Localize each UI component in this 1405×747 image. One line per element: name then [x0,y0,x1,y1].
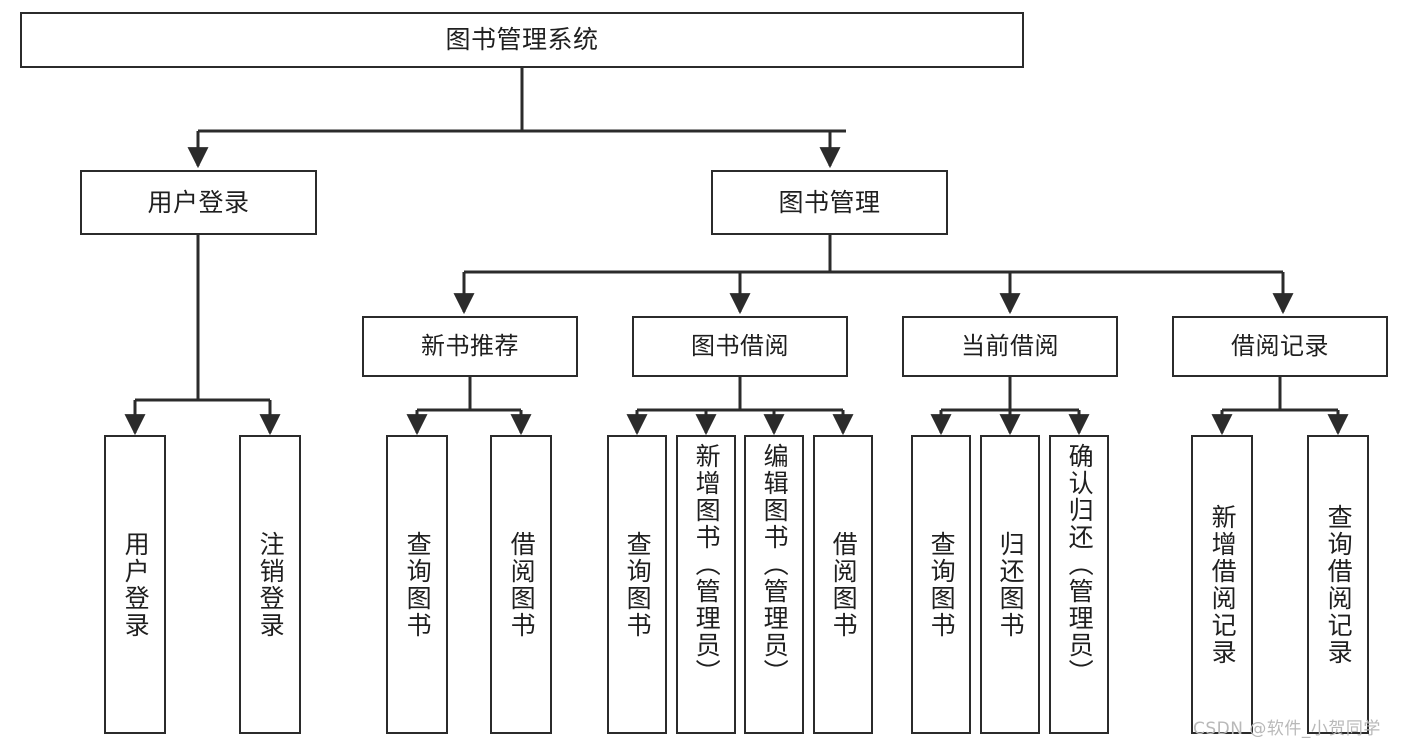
leaf-book-borrow-query[interactable]: 查询图书 [607,435,667,734]
node-label: 归还图书 [996,530,1026,639]
leaf-current-borrow-query[interactable]: 查询图书 [911,435,971,734]
node-current-borrow[interactable]: 当前借阅 [902,316,1118,377]
node-label: 新增图书（管理员） [692,443,722,686]
node-label: 借阅记录 [1231,332,1329,361]
leaf-borrow-record-add[interactable]: 新增借阅记录 [1191,435,1253,734]
leaf-user-login-logout[interactable]: 注销登录 [239,435,301,734]
node-label: 查询图书 [927,530,957,639]
node-book-management[interactable]: 图书管理 [711,170,948,235]
node-book-borrow[interactable]: 图书借阅 [632,316,848,377]
node-label: 新书推荐 [421,332,519,361]
leaf-new-book-borrow[interactable]: 借阅图书 [490,435,552,734]
node-label: 注销登录 [256,530,286,639]
leaf-new-book-query[interactable]: 查询图书 [386,435,448,734]
node-label: 图书借阅 [691,332,789,361]
node-label: 图书管理 [778,187,881,217]
leaf-current-borrow-return[interactable]: 归还图书 [980,435,1040,734]
node-label: 借阅图书 [507,530,537,639]
node-label: 新增借阅记录 [1208,503,1238,666]
node-borrow-record[interactable]: 借阅记录 [1172,316,1388,377]
leaf-book-borrow-borrow[interactable]: 借阅图书 [813,435,873,734]
node-label: 用户登录 [121,530,151,639]
node-label: 借阅图书 [829,530,859,639]
node-label: 当前借阅 [961,332,1059,361]
csdn-watermark: CSDN @软件_小贺同学 [1193,719,1381,739]
node-user-login[interactable]: 用户登录 [80,170,317,235]
leaf-book-borrow-add-admin[interactable]: 新增图书（管理员） [676,435,736,734]
node-label: 图书管理系统 [445,25,599,54]
leaf-user-login-login[interactable]: 用户登录 [104,435,166,734]
node-label: 确认归还（管理员） [1065,443,1095,686]
node-label: 用户登录 [147,187,250,217]
node-root-book-management-system[interactable]: 图书管理系统 [20,12,1024,68]
node-label: 查询图书 [623,530,653,639]
node-label: 编辑图书（管理员） [760,443,790,686]
node-new-book-recommend[interactable]: 新书推荐 [362,316,578,377]
leaf-book-borrow-edit-admin[interactable]: 编辑图书（管理员） [744,435,804,734]
node-label: 查询图书 [403,530,433,639]
leaf-current-borrow-confirm-admin[interactable]: 确认归还（管理员） [1049,435,1109,734]
leaf-borrow-record-query[interactable]: 查询借阅记录 [1307,435,1369,734]
node-label: 查询借阅记录 [1324,503,1354,666]
